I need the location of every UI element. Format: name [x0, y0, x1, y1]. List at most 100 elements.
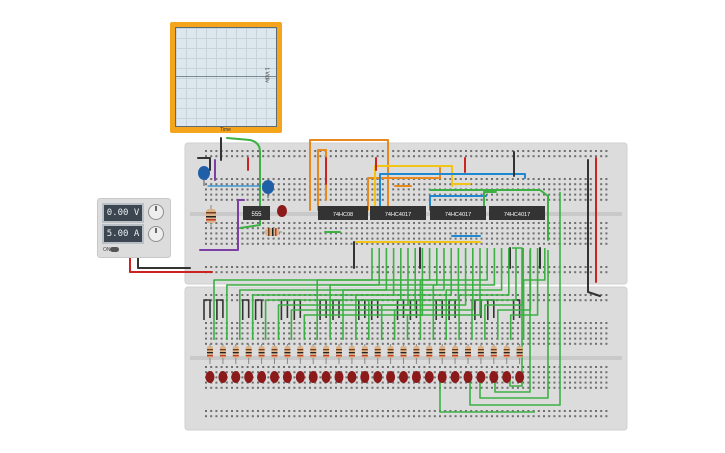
knob-icon[interactable] [148, 226, 164, 242]
led[interactable] [218, 371, 228, 383]
wire-green[interactable] [355, 248, 452, 340]
led-indicator[interactable] [277, 205, 287, 217]
led-resistor-pair[interactable] [411, 344, 421, 383]
led[interactable] [360, 371, 370, 383]
chip-74hc4017[interactable] [430, 206, 486, 220]
wire-blue[interactable] [379, 173, 526, 211]
led-resistor-pair[interactable] [502, 344, 512, 383]
wire-green[interactable] [368, 248, 460, 340]
wire-yellow[interactable] [374, 165, 453, 211]
led-resistor-pair[interactable] [205, 344, 215, 383]
led[interactable] [463, 371, 473, 383]
led[interactable] [476, 371, 486, 383]
wire-black[interactable] [216, 299, 224, 320]
wire-green[interactable] [251, 248, 395, 340]
led-resistor-pair[interactable] [334, 344, 344, 383]
power-supply[interactable]: 0.00 V 5.00 A ON [97, 198, 171, 258]
led-resistor-pair[interactable] [373, 344, 383, 383]
wire-green[interactable] [226, 248, 380, 340]
led-resistor-pair[interactable] [450, 344, 460, 383]
wire-green[interactable] [509, 247, 523, 387]
wire-green[interactable] [419, 248, 488, 340]
led[interactable] [205, 371, 215, 383]
led[interactable] [450, 371, 460, 383]
wire-green[interactable] [445, 248, 503, 340]
led-resistor-pair[interactable] [244, 344, 254, 383]
capacitor-icon[interactable] [198, 166, 210, 186]
wire-black[interactable] [197, 157, 211, 171]
wire-green[interactable] [226, 137, 261, 229]
wire-blue[interactable] [429, 195, 487, 211]
led-resistor-pair[interactable] [489, 344, 499, 383]
led-resistor-pair[interactable] [515, 344, 525, 383]
wire-black[interactable] [587, 159, 601, 297]
wire-black[interactable] [241, 299, 250, 320]
led-resistor-pair[interactable] [386, 344, 396, 383]
power-switch[interactable] [110, 247, 119, 252]
led[interactable] [347, 371, 357, 383]
wire-purple[interactable] [199, 199, 245, 251]
led[interactable] [231, 371, 241, 383]
wire-black[interactable] [254, 299, 263, 320]
wire-green[interactable] [329, 248, 438, 340]
wire-red[interactable] [129, 251, 213, 273]
led-resistor-pair[interactable] [270, 344, 279, 383]
wire-green[interactable] [469, 192, 561, 406]
wire-green[interactable] [429, 189, 549, 241]
chip-74hc08[interactable] [318, 206, 368, 220]
led-resistor-pair[interactable] [437, 344, 447, 383]
wire-black[interactable] [203, 299, 211, 320]
led-resistor-pair[interactable] [476, 344, 486, 383]
wire-green[interactable] [342, 248, 445, 340]
led-resistor-pair[interactable] [231, 344, 241, 383]
wire-green[interactable] [264, 248, 402, 340]
wire-green[interactable] [494, 250, 531, 393]
led-resistor-pair[interactable] [347, 344, 357, 383]
capacitor-icon[interactable] [262, 180, 274, 198]
led-resistor-pair[interactable] [218, 344, 228, 383]
chip-74hc4017[interactable] [489, 206, 545, 220]
wire-green[interactable] [290, 248, 416, 340]
led[interactable] [257, 371, 267, 383]
led[interactable] [437, 371, 447, 383]
wire-green[interactable] [479, 250, 549, 399]
wire-green[interactable] [239, 248, 388, 340]
led[interactable] [282, 371, 292, 383]
led[interactable] [295, 371, 305, 383]
wire-green[interactable] [483, 191, 497, 211]
resistor[interactable] [262, 228, 282, 236]
led[interactable] [411, 371, 421, 383]
led[interactable] [308, 371, 318, 383]
wire-green[interactable] [484, 248, 524, 340]
led-resistor-pair[interactable] [321, 344, 331, 383]
led-resistor-pair[interactable] [399, 344, 408, 383]
oscilloscope[interactable]: 1 V/div Time [170, 22, 282, 133]
led[interactable] [399, 371, 408, 383]
wire-green[interactable] [471, 248, 517, 340]
led[interactable] [270, 371, 279, 383]
wire-green[interactable] [439, 376, 535, 413]
led[interactable] [515, 371, 525, 383]
led[interactable] [424, 371, 434, 383]
resistor[interactable] [206, 205, 216, 228]
wire-green[interactable] [303, 248, 424, 340]
knob-icon[interactable] [148, 204, 164, 220]
led[interactable] [334, 371, 344, 383]
led-resistor-pair[interactable] [360, 344, 370, 383]
led[interactable] [321, 371, 331, 383]
led-resistor-pair[interactable] [295, 344, 305, 383]
wire-green[interactable] [380, 248, 467, 340]
wire-green[interactable] [213, 248, 373, 340]
led-resistor-pair[interactable] [257, 344, 267, 383]
led[interactable] [489, 371, 499, 383]
chip-74hc4017[interactable] [370, 206, 426, 220]
led[interactable] [244, 371, 254, 383]
wire-green[interactable] [406, 248, 481, 340]
led[interactable] [373, 371, 383, 383]
wire-green[interactable] [432, 248, 496, 340]
led[interactable] [386, 371, 396, 383]
led-resistor-pair[interactable] [424, 344, 434, 383]
led-resistor-pair[interactable] [463, 344, 473, 383]
led-resistor-pair[interactable] [308, 344, 318, 383]
